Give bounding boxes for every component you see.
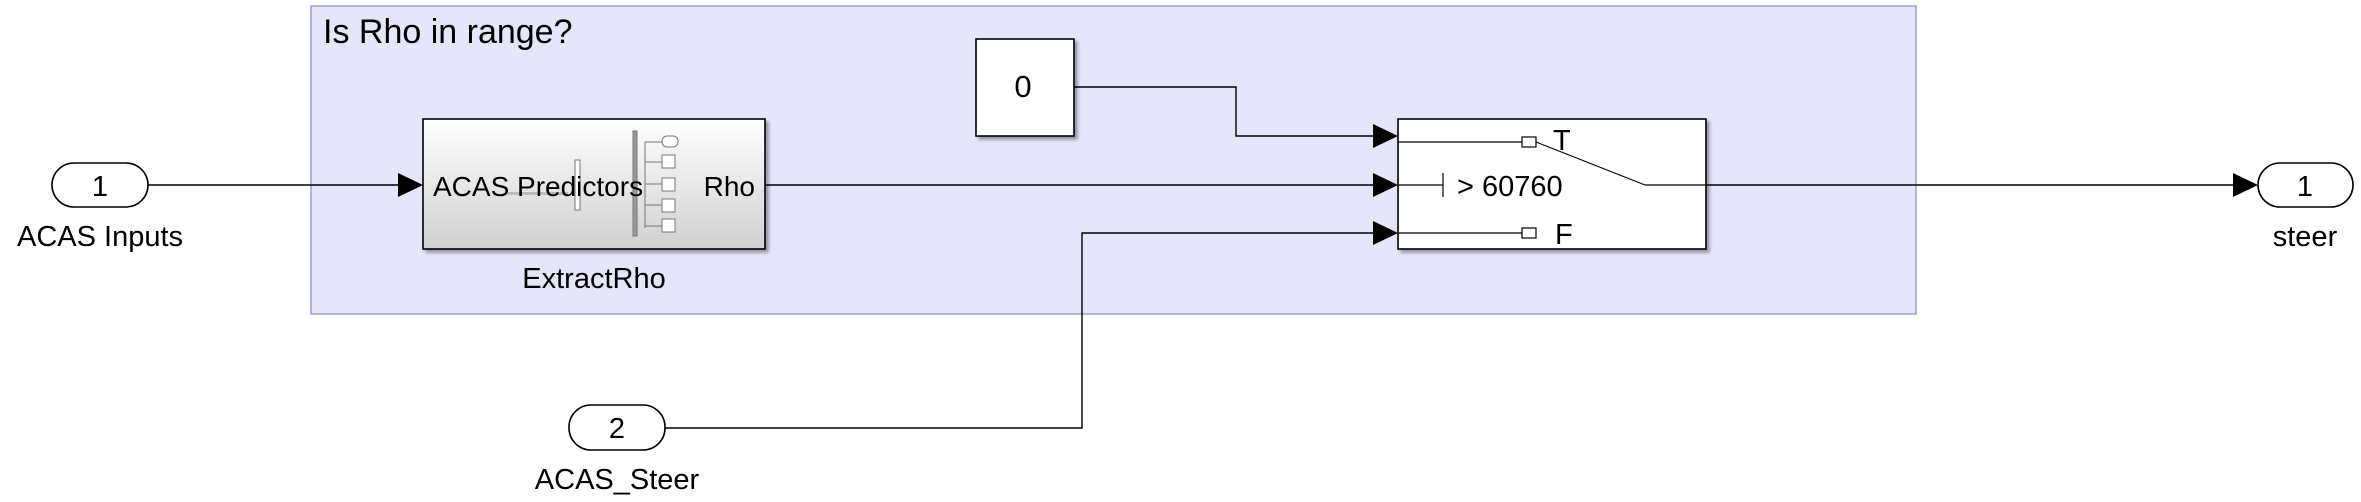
subsystem-extractrho[interactable]: ACAS Predictors Rho ExtractRho: [422, 118, 766, 295]
arrowhead-switch-in1: [1373, 124, 1398, 148]
inport-name: ACAS_Steer: [535, 464, 700, 496]
arrowhead-switch-in3: [1373, 221, 1398, 245]
area-title: Is Rho in range?: [323, 13, 573, 51]
arrowhead-extractrho-in: [398, 173, 423, 197]
outport-steer[interactable]: 1 steer: [2257, 162, 2354, 253]
switch-false-label: F: [1555, 219, 1573, 251]
outport-name: steer: [2273, 221, 2338, 253]
subsystem-input-label: ACAS Predictors: [433, 171, 643, 202]
outport-number: 1: [2297, 171, 2313, 203]
switch-icon: [1398, 136, 1706, 239]
inport-acas-inputs[interactable]: 1 ACAS Inputs: [17, 162, 183, 253]
arrowheads: [398, 124, 2258, 245]
signal-lines: [148, 86, 2236, 429]
line-constant-to-switch[interactable]: [1074, 86, 1378, 137]
switch-threshold-label: > 60760: [1457, 171, 1563, 203]
subsystem-name: ExtractRho: [522, 263, 665, 295]
arrowhead-outport-in: [2233, 173, 2258, 197]
line-steer-to-switch[interactable]: [665, 232, 1378, 429]
subsystem-preview-icon: [508, 130, 679, 237]
inport-acas-steer[interactable]: 2 ACAS_Steer: [535, 404, 700, 496]
subsystem-output-label: Rho: [704, 171, 755, 202]
switch-block[interactable]: T > 60760 F: [1397, 118, 1707, 251]
constant-block[interactable]: 0: [975, 38, 1075, 137]
arrowhead-switch-in2: [1373, 173, 1398, 197]
switch-true-label: T: [1553, 125, 1571, 157]
inport-name: ACAS Inputs: [17, 221, 183, 253]
constant-value: 0: [1014, 69, 1031, 104]
inport-number: 2: [609, 413, 625, 445]
inport-number: 1: [92, 171, 108, 203]
